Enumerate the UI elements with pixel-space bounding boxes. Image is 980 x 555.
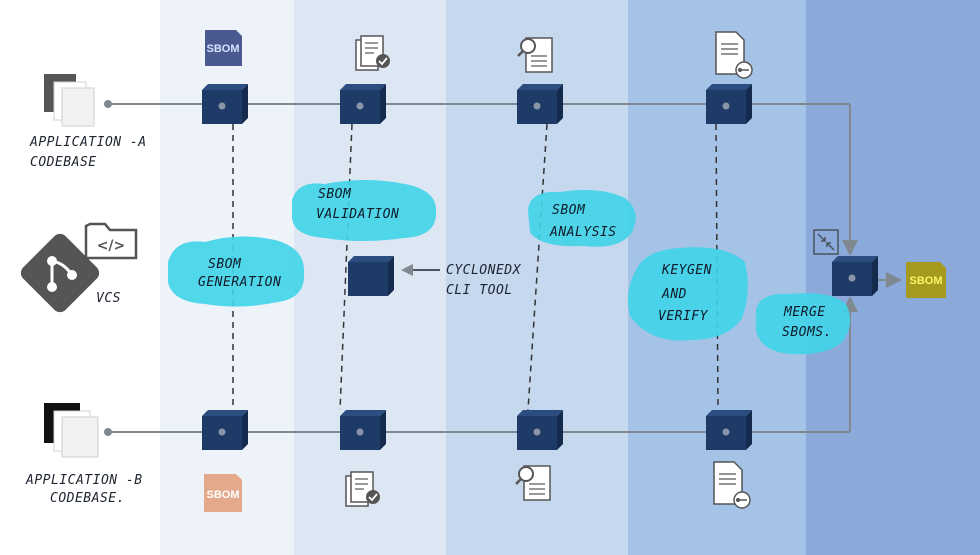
cube-analysis-b	[517, 410, 563, 450]
svg-text:</>: </>	[97, 238, 126, 254]
svg-text:SBOM: SBOM	[207, 43, 240, 55]
svg-text:SBOMS.: SBOMS.	[782, 325, 832, 340]
svg-text:APPLICATION -A: APPLICATION -A	[29, 135, 147, 150]
cube-merge	[832, 256, 878, 296]
sbom-badge-b: SBOM	[204, 474, 242, 512]
label-generation: SBOM GENERATION	[198, 257, 281, 290]
highlight-analysis	[528, 190, 636, 247]
stacked-pages-icon	[44, 403, 99, 458]
svg-text:ANALYSIS: ANALYSIS	[549, 225, 617, 240]
label-vcs: VCS	[96, 291, 121, 306]
label-merge: MERGE SBOMS.	[782, 305, 832, 340]
cube-keygen-a	[706, 84, 752, 124]
sbom-badge-merged: SBOM	[906, 262, 946, 298]
svg-text:APPLICATION -B: APPLICATION -B	[25, 473, 143, 488]
cube-analysis-a	[517, 84, 563, 124]
code-folder-icon: </>	[84, 222, 138, 260]
document-search-icon	[517, 37, 553, 73]
svg-text:CLI TOOL: CLI TOOL	[446, 283, 513, 298]
highlight-generation	[168, 236, 305, 307]
label-validation: SBOM VALIDATION	[316, 187, 399, 222]
svg-text:KEYGEN: KEYGEN	[661, 263, 712, 278]
svg-text:SBOM: SBOM	[318, 187, 352, 202]
svg-text:GENERATION: GENERATION	[198, 275, 281, 290]
svg-text:MERGE: MERGE	[783, 305, 826, 320]
start-dot-a	[104, 100, 112, 108]
document-key-icon	[713, 461, 751, 509]
document-check-icon	[355, 35, 390, 71]
start-dot-b	[104, 428, 112, 436]
cube-keygen-b	[706, 410, 752, 450]
label-cyclonedx-tool: CYCLONEDX CLI TOOL	[446, 263, 522, 298]
document-check-icon	[345, 471, 380, 507]
cube-validation-a	[340, 84, 386, 124]
cube-generation-b	[202, 410, 248, 450]
label-codebase-b: APPLICATION -B CODEBASE.	[25, 473, 143, 506]
highlight-keygen	[628, 247, 748, 341]
merge-arrows-icon	[813, 229, 839, 255]
dashed-connector-validation	[339, 123, 353, 411]
cube-generation-a	[202, 84, 248, 124]
svg-text:CODEBASE: CODEBASE	[30, 155, 97, 170]
cube-validation-b	[340, 410, 386, 450]
highlight-merge	[756, 293, 851, 355]
sbom-badge-a: SBOM	[205, 30, 242, 66]
git-icon	[20, 233, 100, 313]
cube-cyclonedx-tool	[348, 256, 394, 296]
document-search-icon	[515, 465, 551, 501]
document-key-icon	[715, 31, 753, 79]
svg-text:SBOM: SBOM	[208, 257, 242, 272]
stacked-pages-icon	[44, 74, 95, 127]
label-analysis: SBOM ANALYSIS	[549, 203, 617, 240]
svg-text:SBOM: SBOM	[207, 489, 240, 501]
label-codebase-a: APPLICATION -A CODEBASE	[29, 135, 147, 170]
svg-text:CODEBASE.: CODEBASE.	[50, 491, 125, 506]
svg-text:SBOM: SBOM	[910, 275, 943, 287]
svg-text:AND: AND	[661, 287, 687, 302]
label-keygen: KEYGEN AND VERIFY	[658, 263, 712, 324]
svg-text:VERIFY: VERIFY	[658, 309, 709, 324]
svg-text:CYCLONEDX: CYCLONEDX	[446, 263, 522, 278]
svg-text:VALIDATION: VALIDATION	[316, 207, 399, 222]
dashed-connector-analysis	[527, 123, 548, 411]
svg-text:SBOM: SBOM	[552, 203, 586, 218]
highlight-validation	[292, 180, 437, 241]
